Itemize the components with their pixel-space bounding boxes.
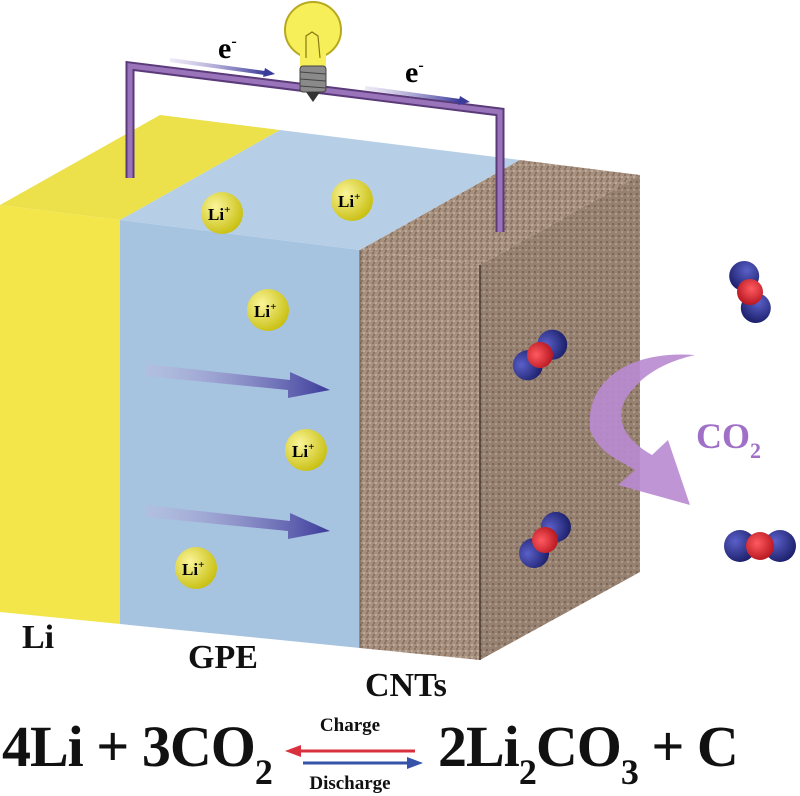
lithium-anode xyxy=(0,205,120,624)
svg-text:Li+: Li+ xyxy=(338,191,360,211)
svg-text:Li+: Li+ xyxy=(254,301,276,321)
svg-text:Li+: Li+ xyxy=(182,559,204,579)
light-bulb-icon xyxy=(284,1,342,102)
li-ion: Li+ xyxy=(175,547,217,589)
li-label: Li xyxy=(22,619,54,656)
co2-molecule xyxy=(729,261,771,323)
ion-flow-arrow xyxy=(145,364,330,398)
equation-reactants: 4Li + 3CO2 xyxy=(2,714,273,792)
electron-label-right: e- xyxy=(405,56,424,89)
gel-polymer-electrolyte xyxy=(120,220,360,648)
electron-flow-arrow-right xyxy=(364,86,470,105)
cnt-cathode-front xyxy=(360,250,480,660)
svg-text:Li+: Li+ xyxy=(292,441,314,461)
reaction-equation: 4Li + 3CO2 Charge Discharge 2Li2CO3 + C xyxy=(0,705,800,796)
li-ion: Li+ xyxy=(201,192,243,234)
discharge-label: Discharge xyxy=(309,773,391,794)
cnts-label: CNTs xyxy=(365,667,447,704)
lithium-top-face xyxy=(0,115,280,220)
electron-label-left: e- xyxy=(218,32,237,65)
co2-molecule xyxy=(519,511,571,569)
li-ion: Li+ xyxy=(331,179,373,221)
co2-molecule xyxy=(724,530,796,562)
li-ion: Li+ xyxy=(247,289,289,331)
svg-text:Li+: Li+ xyxy=(208,204,230,224)
ion-flow-arrow xyxy=(145,505,330,539)
charge-label: Charge xyxy=(319,715,381,736)
electron-flow-arrow-left xyxy=(169,58,275,77)
li-ion: Li+ xyxy=(285,429,327,471)
cnt-cathode-side xyxy=(480,175,640,660)
gpe-label: GPE xyxy=(188,639,258,676)
equation-products: 2Li2CO3 + C xyxy=(438,714,739,792)
reversible-arrows: Charge Discharge xyxy=(275,715,425,795)
co2-molecule xyxy=(512,329,568,381)
co2-label: CO2 xyxy=(696,416,761,463)
co2-intake-arrow xyxy=(589,354,695,505)
